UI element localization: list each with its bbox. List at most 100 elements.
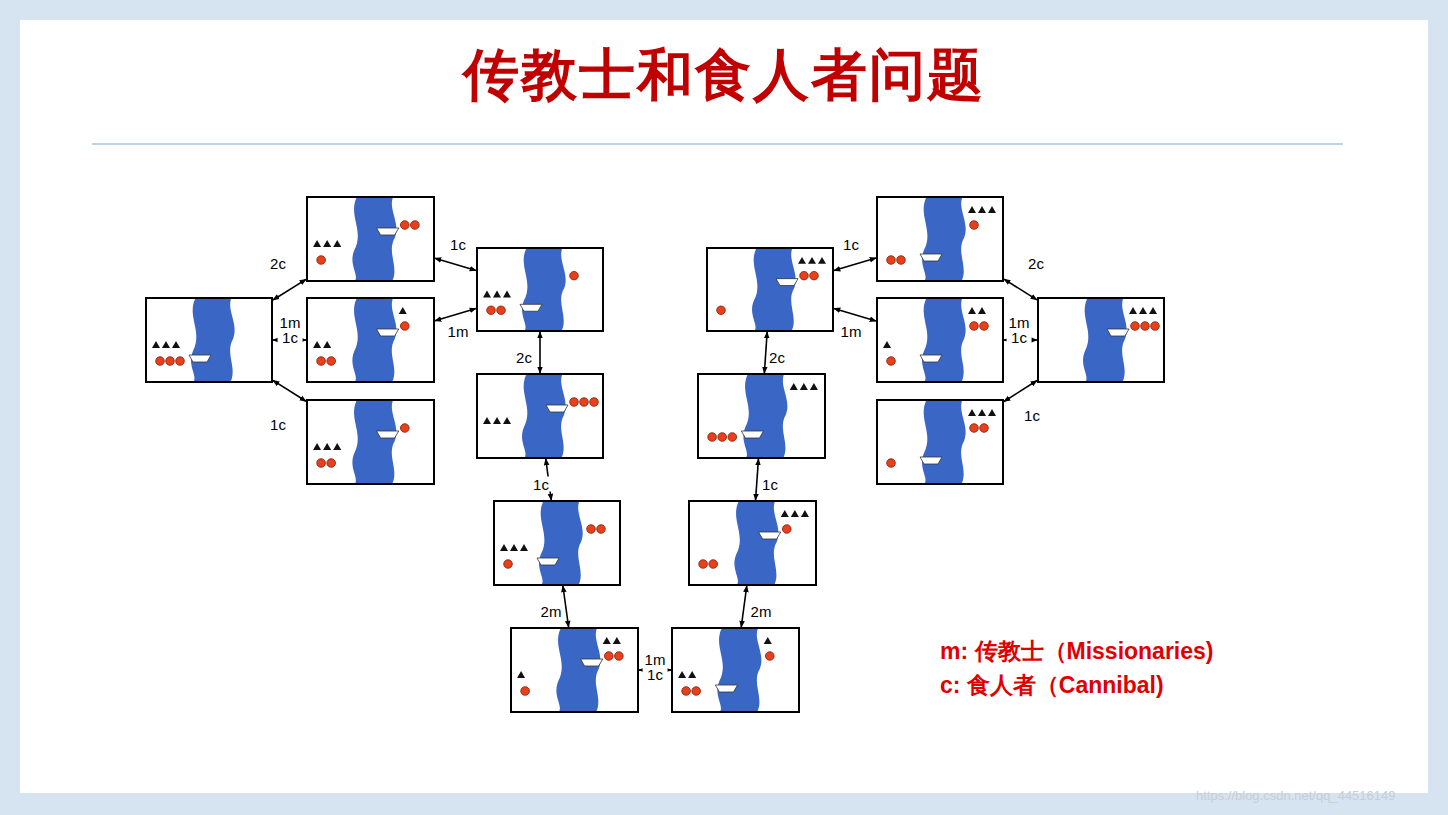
river-scene xyxy=(708,249,832,330)
cannibal-icon xyxy=(887,459,896,468)
state-box xyxy=(306,297,435,383)
river xyxy=(922,198,966,280)
missionary-icon xyxy=(603,637,611,644)
river xyxy=(717,629,761,711)
cannibal-icon xyxy=(810,271,819,279)
cannibal-icon xyxy=(317,459,326,468)
cannibal-icon xyxy=(400,221,409,230)
river-scene xyxy=(878,299,1002,381)
boat xyxy=(537,558,559,565)
cannibal-icon xyxy=(317,357,326,366)
cannibal-icon xyxy=(887,256,896,265)
boat xyxy=(920,457,942,464)
cannibal-icon xyxy=(970,221,979,230)
slide-title: 传教士和食人者问题 xyxy=(0,38,1448,114)
missionary-icon xyxy=(678,671,686,678)
missionary-icon xyxy=(688,671,696,678)
boat xyxy=(520,304,542,311)
missionary-icon xyxy=(313,443,321,450)
missionary-icon xyxy=(503,417,511,424)
boat xyxy=(581,659,603,666)
cannibal-icon xyxy=(970,322,979,331)
cannibal-icon xyxy=(800,271,809,279)
missionary-icon xyxy=(313,240,321,247)
river xyxy=(352,299,396,381)
boat xyxy=(776,279,798,286)
connector-arrow xyxy=(756,459,759,500)
state-box xyxy=(493,500,621,586)
cannibal-icon xyxy=(487,306,496,314)
cannibal-icon xyxy=(887,357,896,366)
connector-arrow xyxy=(273,279,306,300)
missionary-icon xyxy=(1149,307,1157,314)
cannibal-icon xyxy=(176,357,185,366)
river-scene xyxy=(478,375,602,457)
missionary-icon xyxy=(781,510,789,517)
river-scene xyxy=(512,629,637,711)
missionary-icon xyxy=(510,544,518,551)
edge-label: 2c xyxy=(514,350,534,365)
missionary-icon xyxy=(801,510,809,517)
river-scene xyxy=(878,401,1002,483)
missionary-icon xyxy=(978,206,986,213)
connector-arrow xyxy=(1004,279,1037,300)
connector-arrow xyxy=(435,258,476,270)
edge-label: 2c xyxy=(268,256,288,271)
river-scene xyxy=(878,198,1002,280)
connector-arrow xyxy=(1004,381,1037,402)
river xyxy=(743,375,787,457)
river xyxy=(352,198,396,280)
missionary-icon xyxy=(978,409,986,416)
cannibal-icon xyxy=(708,433,717,442)
missionary-icon xyxy=(978,307,986,314)
boat xyxy=(920,254,942,261)
cannibal-icon xyxy=(327,357,336,366)
missionary-icon xyxy=(520,544,528,551)
legend-note: c: 食人者（Cannibal) xyxy=(940,670,1164,701)
cannibal-icon xyxy=(166,357,175,366)
river xyxy=(922,401,966,483)
river-scene xyxy=(478,249,602,330)
river-scene xyxy=(308,198,433,280)
cannibal-icon xyxy=(897,256,906,265)
missionary-icon xyxy=(323,240,331,247)
edge-label: 1c xyxy=(448,237,468,252)
edge-label: 1c xyxy=(841,237,861,252)
missionary-icon xyxy=(613,637,621,644)
cannibal-icon xyxy=(521,687,530,696)
edge-label: 2m xyxy=(539,604,564,619)
cannibal-icon xyxy=(970,424,979,433)
state-box xyxy=(1037,297,1165,383)
river xyxy=(191,299,235,381)
missionary-icon xyxy=(808,257,816,264)
connector-arrow xyxy=(563,586,569,627)
state-box xyxy=(688,500,817,586)
boat xyxy=(377,228,399,235)
edge-label: 2m xyxy=(749,604,774,619)
missionary-icon xyxy=(399,307,407,314)
missionary-icon xyxy=(988,206,996,213)
cannibal-icon xyxy=(709,560,718,569)
river xyxy=(522,249,566,330)
river xyxy=(752,249,796,330)
legend-note: m: 传教士（Missionaries) xyxy=(940,636,1214,667)
cannibal-icon xyxy=(717,306,726,314)
missionary-icon xyxy=(800,383,808,390)
river-scene xyxy=(690,502,815,584)
missionary-icon xyxy=(968,206,976,213)
cannibal-icon xyxy=(765,652,774,661)
cannibal-icon xyxy=(1131,322,1140,331)
river-scene xyxy=(308,401,433,483)
connector-arrow xyxy=(834,258,876,270)
edge-label: 1c xyxy=(760,477,780,492)
missionary-icon xyxy=(968,307,976,314)
missionary-icon xyxy=(968,409,976,416)
cannibal-icon xyxy=(400,322,409,331)
state-box xyxy=(306,399,435,485)
missionary-icon xyxy=(323,443,331,450)
river xyxy=(539,502,583,584)
cannibal-icon xyxy=(504,560,513,569)
river xyxy=(556,629,600,711)
cannibal-icon xyxy=(156,357,165,366)
boat xyxy=(377,431,399,438)
